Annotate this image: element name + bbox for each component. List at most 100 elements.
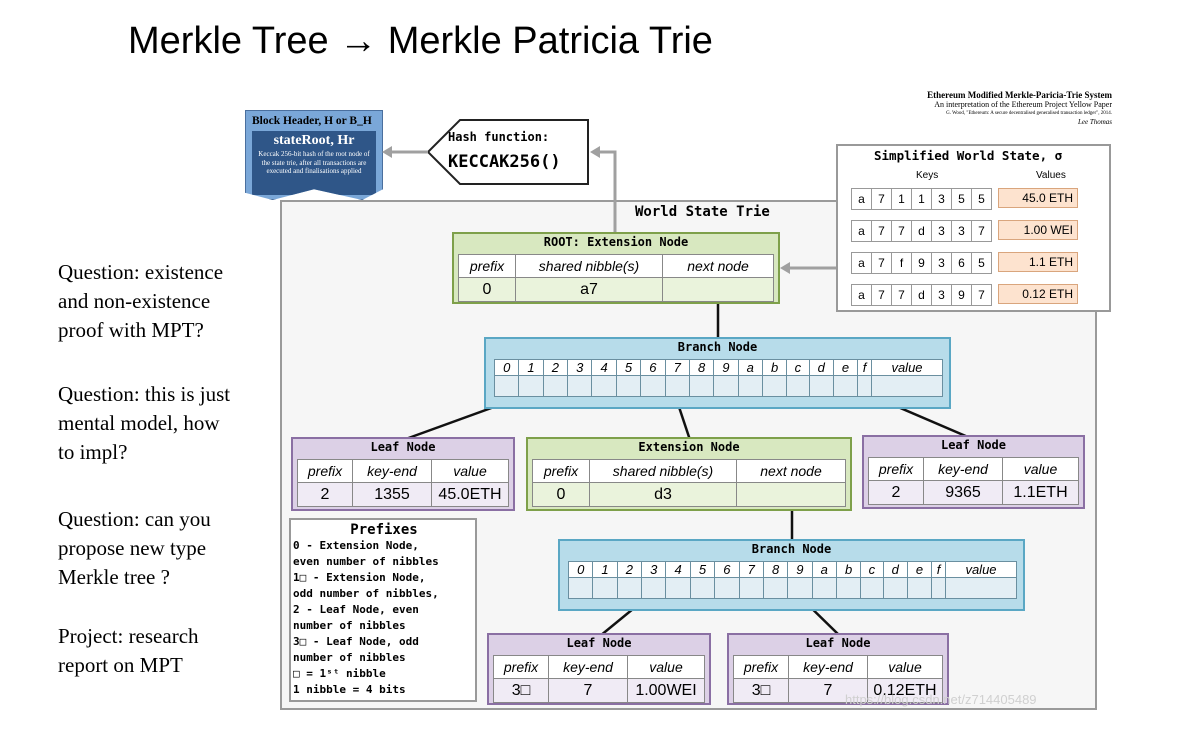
- column-header: prefix: [493, 655, 549, 679]
- column-header: value: [431, 459, 509, 483]
- branch-slot-label: e: [832, 359, 859, 376]
- world-state-trie-title: World State Trie: [635, 204, 770, 220]
- leaf-value: 0.12ETH: [867, 678, 943, 703]
- node-table: prefix shared nibble(s) next node 0 a7: [458, 254, 774, 302]
- leaf-node-bottom-left: Leaf Node prefix key-end value 3□ 7 1.00…: [487, 633, 711, 705]
- citation: G. Wood, "Ethereum: A secure decentralis…: [946, 111, 1112, 116]
- leaf-value: 1.00WEI: [627, 678, 705, 703]
- prefix-line: number of nibbles: [293, 651, 406, 664]
- world-state-value: 45.0 ETH: [998, 188, 1078, 208]
- system-subtitle: An interpretation of the Ethereum Projec…: [934, 100, 1112, 109]
- key-end-value: 9365: [923, 480, 1003, 505]
- state-root-label: stateRoot, Hr: [273, 133, 355, 148]
- branch-slot-label: f: [857, 359, 872, 376]
- project-report: Project: research report on MPT: [58, 624, 199, 677]
- world-state-value: 0.12 ETH: [998, 284, 1078, 304]
- prefix-line: 3□ - Leaf Node, odd: [293, 635, 419, 648]
- key-nibble: 3: [931, 284, 952, 306]
- key-nibble: 7: [871, 252, 892, 274]
- key-nibble: f: [891, 252, 912, 274]
- simplified-world-state: Simplified World State, σ Keys Values a …: [836, 144, 1111, 312]
- key-end-value: 7: [548, 678, 628, 703]
- key-nibble: d: [911, 284, 932, 306]
- branch-slot-label: 6: [640, 359, 666, 376]
- column-header: prefix: [733, 655, 789, 679]
- branch-value-label: value: [945, 561, 1017, 578]
- prefix-line: number of nibbles: [293, 619, 406, 632]
- question-impl: Question: this is just mental model, how…: [58, 382, 231, 464]
- key-nibble: 3: [931, 252, 952, 274]
- world-state-value: 1.00 WEI: [998, 220, 1078, 240]
- key-nibble: d: [911, 220, 932, 242]
- next-node-pointer: [736, 482, 846, 507]
- node-table: prefix key-end value 3□ 7 0.12ETH: [733, 655, 943, 703]
- key-nibble: 3: [951, 220, 972, 242]
- key-nibble: 5: [951, 188, 972, 210]
- branch-slot-label: 0: [567, 561, 594, 578]
- leaf-node-right: Leaf Node prefix key-end value 2 9365 1.…: [862, 435, 1085, 509]
- branch-slot-label: f: [931, 561, 946, 578]
- prefix-line: odd number of nibbles,: [293, 587, 439, 600]
- world-state-row: a 7 7 d 3 9 7 0.12 ETH: [851, 284, 1078, 306]
- leaf-value: 1.1ETH: [1002, 480, 1079, 505]
- prefix-value: 3□: [733, 678, 789, 703]
- world-state-row: a 7 f 9 3 6 5 1.1 ETH: [851, 252, 1078, 274]
- branch-slot-label: 0: [493, 359, 520, 376]
- block-header: Block Header, H or B_H stateRoot, Hr Kec…: [245, 110, 383, 200]
- node-title: ROOT: Extension Node: [543, 235, 689, 249]
- prefix-line: 1 nibble = 4 bits: [293, 683, 406, 696]
- state-root-box: stateRoot, Hr Keccak 256-bit hash of the…: [252, 131, 376, 195]
- node-table: prefix key-end value 2 9365 1.1ETH: [868, 457, 1079, 505]
- prefix-line: 2 - Leaf Node, even: [293, 603, 419, 616]
- column-header: prefix: [532, 459, 590, 483]
- column-header: value: [627, 655, 705, 679]
- prefix-value: 0: [532, 482, 590, 507]
- branch-slot-label: 7: [738, 561, 764, 578]
- world-state-title: Simplified World State, σ: [874, 148, 1063, 163]
- column-header: key-end: [788, 655, 868, 679]
- node-table: prefix key-end value 3□ 7 1.00WEI: [493, 655, 705, 703]
- branch-slot-label: 4: [665, 561, 691, 578]
- key-nibble: 9: [951, 284, 972, 306]
- hash-function-shape: [426, 119, 589, 185]
- column-header: key-end: [548, 655, 628, 679]
- node-title: Branch Node: [751, 542, 832, 556]
- key-nibble: 7: [871, 284, 892, 306]
- column-header: key-end: [923, 457, 1003, 481]
- branch-slot-label: 6: [714, 561, 740, 578]
- root-extension-node: ROOT: Extension Node prefix shared nibbl…: [452, 232, 780, 304]
- key-end-value: 7: [788, 678, 868, 703]
- branch-table: 0 1 2 3 4 5 6 7 8 9 a b c d e f value: [493, 359, 943, 397]
- key-end-value: 1355: [352, 482, 432, 507]
- key-nibble: 7: [891, 284, 912, 306]
- system-title: Ethereum Modified Merkle-Paricia-Trie Sy…: [927, 90, 1112, 100]
- prefix-value: 0: [458, 277, 516, 302]
- key-nibble: 7: [891, 220, 912, 242]
- node-title: Leaf Node: [940, 438, 1007, 452]
- prefixes-legend: Prefixes 0 - Extension Node, even number…: [289, 518, 477, 702]
- branch-slot-label: a: [811, 561, 837, 578]
- branch-slot-label: 2: [616, 561, 643, 578]
- branch-slot-label: a: [737, 359, 763, 376]
- node-title: Extension Node: [638, 440, 740, 454]
- diagram-attribution: Ethereum Modified Merkle-Paricia-Trie Sy…: [898, 90, 1112, 127]
- node-title: Leaf Node: [805, 636, 871, 650]
- key-nibble: a: [851, 188, 872, 210]
- branch-slot-label: 5: [615, 359, 642, 376]
- column-header: next node: [662, 254, 774, 278]
- branch-slot-label: 3: [567, 359, 593, 376]
- key-nibble: 9: [911, 252, 932, 274]
- key-nibble: a: [851, 220, 872, 242]
- prefix-value: 3□: [493, 678, 549, 703]
- prefix-line: 0 - Extension Node,: [293, 539, 419, 552]
- key-nibble: 7: [871, 220, 892, 242]
- column-header: key-end: [352, 459, 432, 483]
- column-header: shared nibble(s): [515, 254, 663, 278]
- column-header: next node: [736, 459, 846, 483]
- column-header: prefix: [458, 254, 516, 278]
- hash-function: Hash function: KECCAK256(): [428, 120, 588, 184]
- world-state-value: 1.1 ETH: [998, 252, 1078, 272]
- branch-slot-label: 9: [713, 359, 739, 376]
- leaf-value: 45.0ETH: [431, 482, 509, 507]
- key-nibble: 3: [931, 220, 952, 242]
